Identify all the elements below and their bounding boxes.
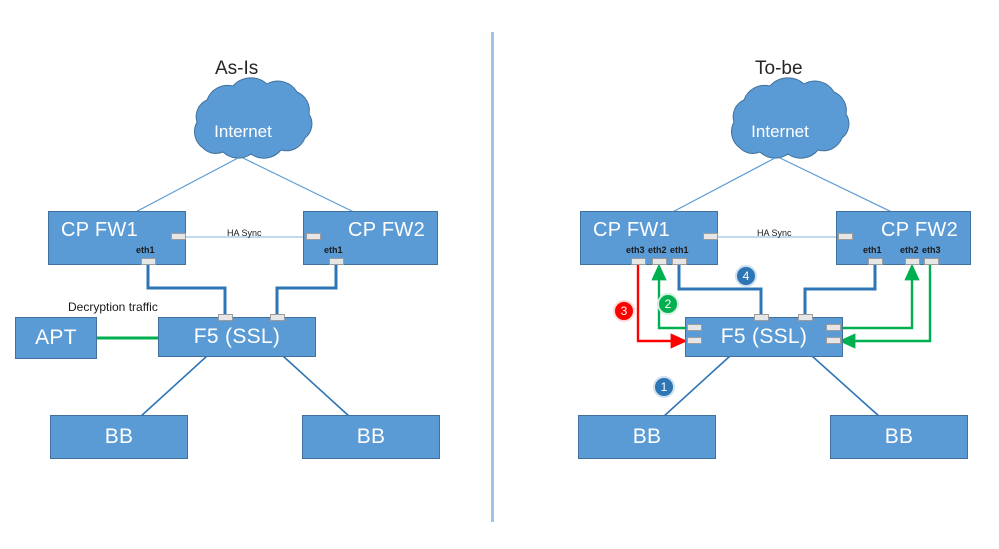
- node-cp-fw2-as-is[interactable]: CP FW2: [303, 211, 438, 265]
- ha-sync-label-to-be: HA Sync: [757, 228, 792, 238]
- port-ha-fw2-to-be: [838, 233, 853, 240]
- port-f5-right-upper-to-be: [826, 324, 841, 331]
- node-bb-right-as-is[interactable]: BB: [302, 415, 440, 459]
- node-label: BB: [104, 425, 134, 448]
- node-cp-fw1-as-is[interactable]: CP FW1: [48, 211, 186, 265]
- link-f5-bbright-left: [282, 355, 351, 418]
- link-cloud-fw1-left: [127, 157, 239, 217]
- port-f5-top-right-to-be: [798, 314, 813, 321]
- port-f5-right-lower-to-be: [826, 337, 841, 344]
- port-label-eth1-fw2-as-is: eth1: [324, 245, 343, 255]
- ha-sync-label-as-is: HA Sync: [227, 228, 262, 238]
- port-label-eth3-fw2-to-be: eth3: [922, 245, 941, 255]
- badge-1: 1: [653, 376, 675, 398]
- node-label: APT: [35, 326, 77, 349]
- port-eth2-fw1-to-be: [652, 258, 667, 265]
- node-label: CP FW1: [61, 219, 138, 241]
- port-ha-fw2-as-is: [306, 233, 321, 240]
- port-label-eth2-fw1-to-be: eth2: [648, 245, 667, 255]
- port-eth1-fw2-as-is: [329, 258, 344, 265]
- node-apt-as-is[interactable]: APT: [15, 317, 97, 359]
- node-label: CP FW1: [593, 219, 670, 241]
- panel-title-to-be: To-be: [755, 58, 803, 79]
- internet-label-right: Internet: [751, 122, 809, 141]
- node-bb-right-to-be[interactable]: BB: [830, 415, 968, 459]
- port-label-eth2-fw2-to-be: eth2: [900, 245, 919, 255]
- arrow-green-fw2eth3-f5: [838, 264, 932, 349]
- node-label: BB: [884, 425, 914, 448]
- link-cloud-fw2-left: [242, 157, 363, 217]
- node-label: BB: [356, 425, 386, 448]
- node-label: CP FW2: [348, 219, 425, 241]
- link-fw1eth1-f5-right: [677, 262, 763, 314]
- port-eth3-fw1-to-be: [631, 258, 646, 265]
- port-label-eth3-fw1-to-be: eth3: [626, 245, 645, 255]
- arrow-green-f5-fw1eth2: [651, 263, 690, 330]
- link-f5-bbleft-left: [139, 355, 208, 418]
- port-f5-top-right-as-is: [270, 314, 285, 321]
- internet-cloud-left: [194, 77, 313, 159]
- internet-label-left: Internet: [214, 122, 272, 141]
- badge-2: 2: [657, 293, 679, 315]
- node-label: CP FW2: [881, 219, 958, 241]
- port-label-eth1-fw1-to-be: eth1: [670, 245, 689, 255]
- port-eth1-fw1-as-is: [141, 258, 156, 265]
- arrow-red-fw1eth3-f5: [636, 264, 688, 349]
- node-bb-left-as-is[interactable]: BB: [50, 415, 188, 459]
- node-cp-fw2-to-be[interactable]: CP FW2: [836, 211, 971, 265]
- node-f5-as-is[interactable]: F5 (SSL): [158, 317, 316, 357]
- node-f5-to-be[interactable]: F5 (SSL): [685, 317, 843, 357]
- port-eth2-fw2-to-be: [905, 258, 920, 265]
- port-eth3-fw2-to-be: [924, 258, 939, 265]
- port-label-eth1-fw2-to-be: eth1: [863, 245, 882, 255]
- panel-title-as-is: As-Is: [215, 58, 259, 79]
- link-cloud-fw1-right: [664, 157, 776, 217]
- decryption-traffic-label: Decryption traffic: [68, 300, 158, 314]
- node-label: F5 (SSL): [720, 325, 808, 348]
- link-fw2-f5-left: [275, 262, 338, 314]
- port-f5-left-upper-to-be: [687, 324, 702, 331]
- port-f5-left-lower-to-be: [687, 337, 702, 344]
- node-bb-left-to-be[interactable]: BB: [578, 415, 716, 459]
- link-f5-bbright-right: [811, 355, 881, 418]
- link-cloud-fw2-right: [779, 157, 901, 217]
- port-eth1-fw1-to-be: [672, 258, 687, 265]
- port-eth1-fw2-to-be: [868, 258, 883, 265]
- internet-cloud-right: [731, 77, 850, 159]
- port-ha-fw1-to-be: [703, 233, 718, 240]
- node-cp-fw1-to-be[interactable]: CP FW1: [580, 211, 718, 265]
- link-f5-bbleft-right: [662, 355, 731, 418]
- port-f5-top-left-as-is: [218, 314, 233, 321]
- node-label: F5 (SSL): [193, 325, 281, 348]
- link-fw1-f5-left: [146, 262, 227, 314]
- badge-4: 4: [735, 265, 757, 287]
- badge-3: 3: [613, 300, 635, 322]
- arrow-green-f5-fw2eth2: [835, 263, 920, 330]
- node-label: BB: [632, 425, 662, 448]
- port-label-eth1-fw1-as-is: eth1: [136, 245, 155, 255]
- port-ha-fw1-as-is: [171, 233, 186, 240]
- port-f5-top-left-to-be: [754, 314, 769, 321]
- link-fw2eth1-f5-right: [803, 262, 877, 314]
